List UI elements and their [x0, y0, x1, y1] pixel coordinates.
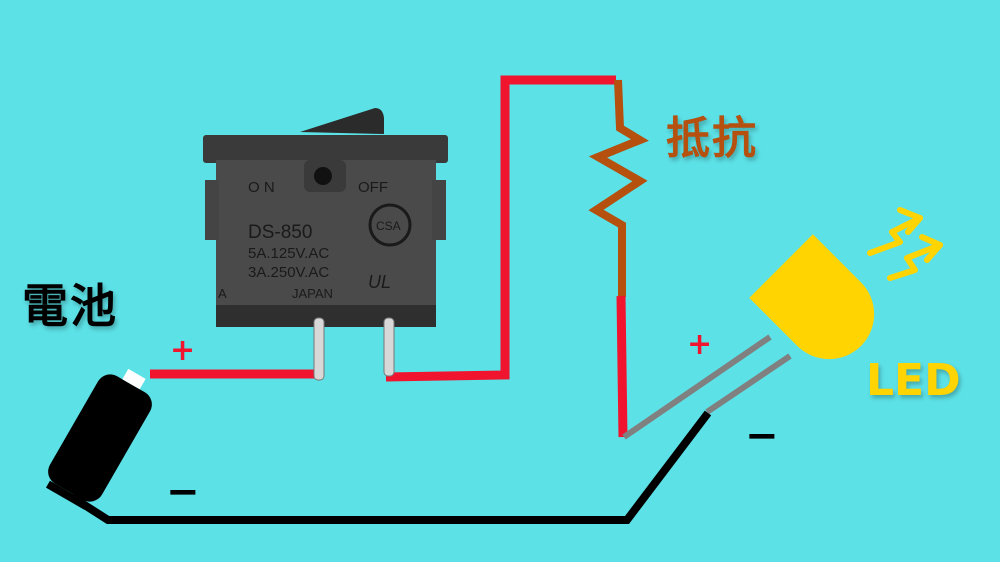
ul-logo-icon: UL: [368, 272, 391, 292]
switch-origin-label: JAPAN: [292, 286, 333, 301]
resistor-label: 抵抗: [666, 113, 758, 164]
battery-plus-sign: +: [170, 333, 196, 368]
led-minus-sign: −: [745, 413, 779, 459]
csa-logo-text: CSA: [376, 219, 401, 233]
led-label: LED: [866, 355, 961, 406]
switch-model-label: DS-850: [248, 222, 312, 243]
led-plus-sign: +: [687, 327, 713, 362]
wire-switch-to-resistor: [385, 75, 616, 382]
battery-icon: [45, 368, 152, 510]
switch-on-label: O N: [248, 179, 275, 196]
battery-label: 電池: [22, 279, 118, 333]
wire-resistor-to-led: [616, 295, 628, 438]
light-rays-icon: [867, 207, 943, 281]
led-body: [749, 234, 875, 360]
switch-letter-label: A: [218, 286, 227, 301]
switch-rating-1: 5A.125V.AC: [248, 245, 329, 262]
csa-logo-icon: [368, 203, 412, 247]
led-leads: [622, 334, 792, 440]
switch-off-label: OFF: [358, 179, 388, 196]
wire-led-to-battery-negative: [69, 410, 712, 524]
rocker-switch: O N OFF DS-850 5A.125V.AC 3A.250V.AC JAP…: [203, 108, 448, 381]
resistor-symbol: [588, 79, 649, 297]
battery-minus-sign: −: [166, 469, 200, 515]
switch-rating-2: 3A.250V.AC: [248, 264, 329, 281]
